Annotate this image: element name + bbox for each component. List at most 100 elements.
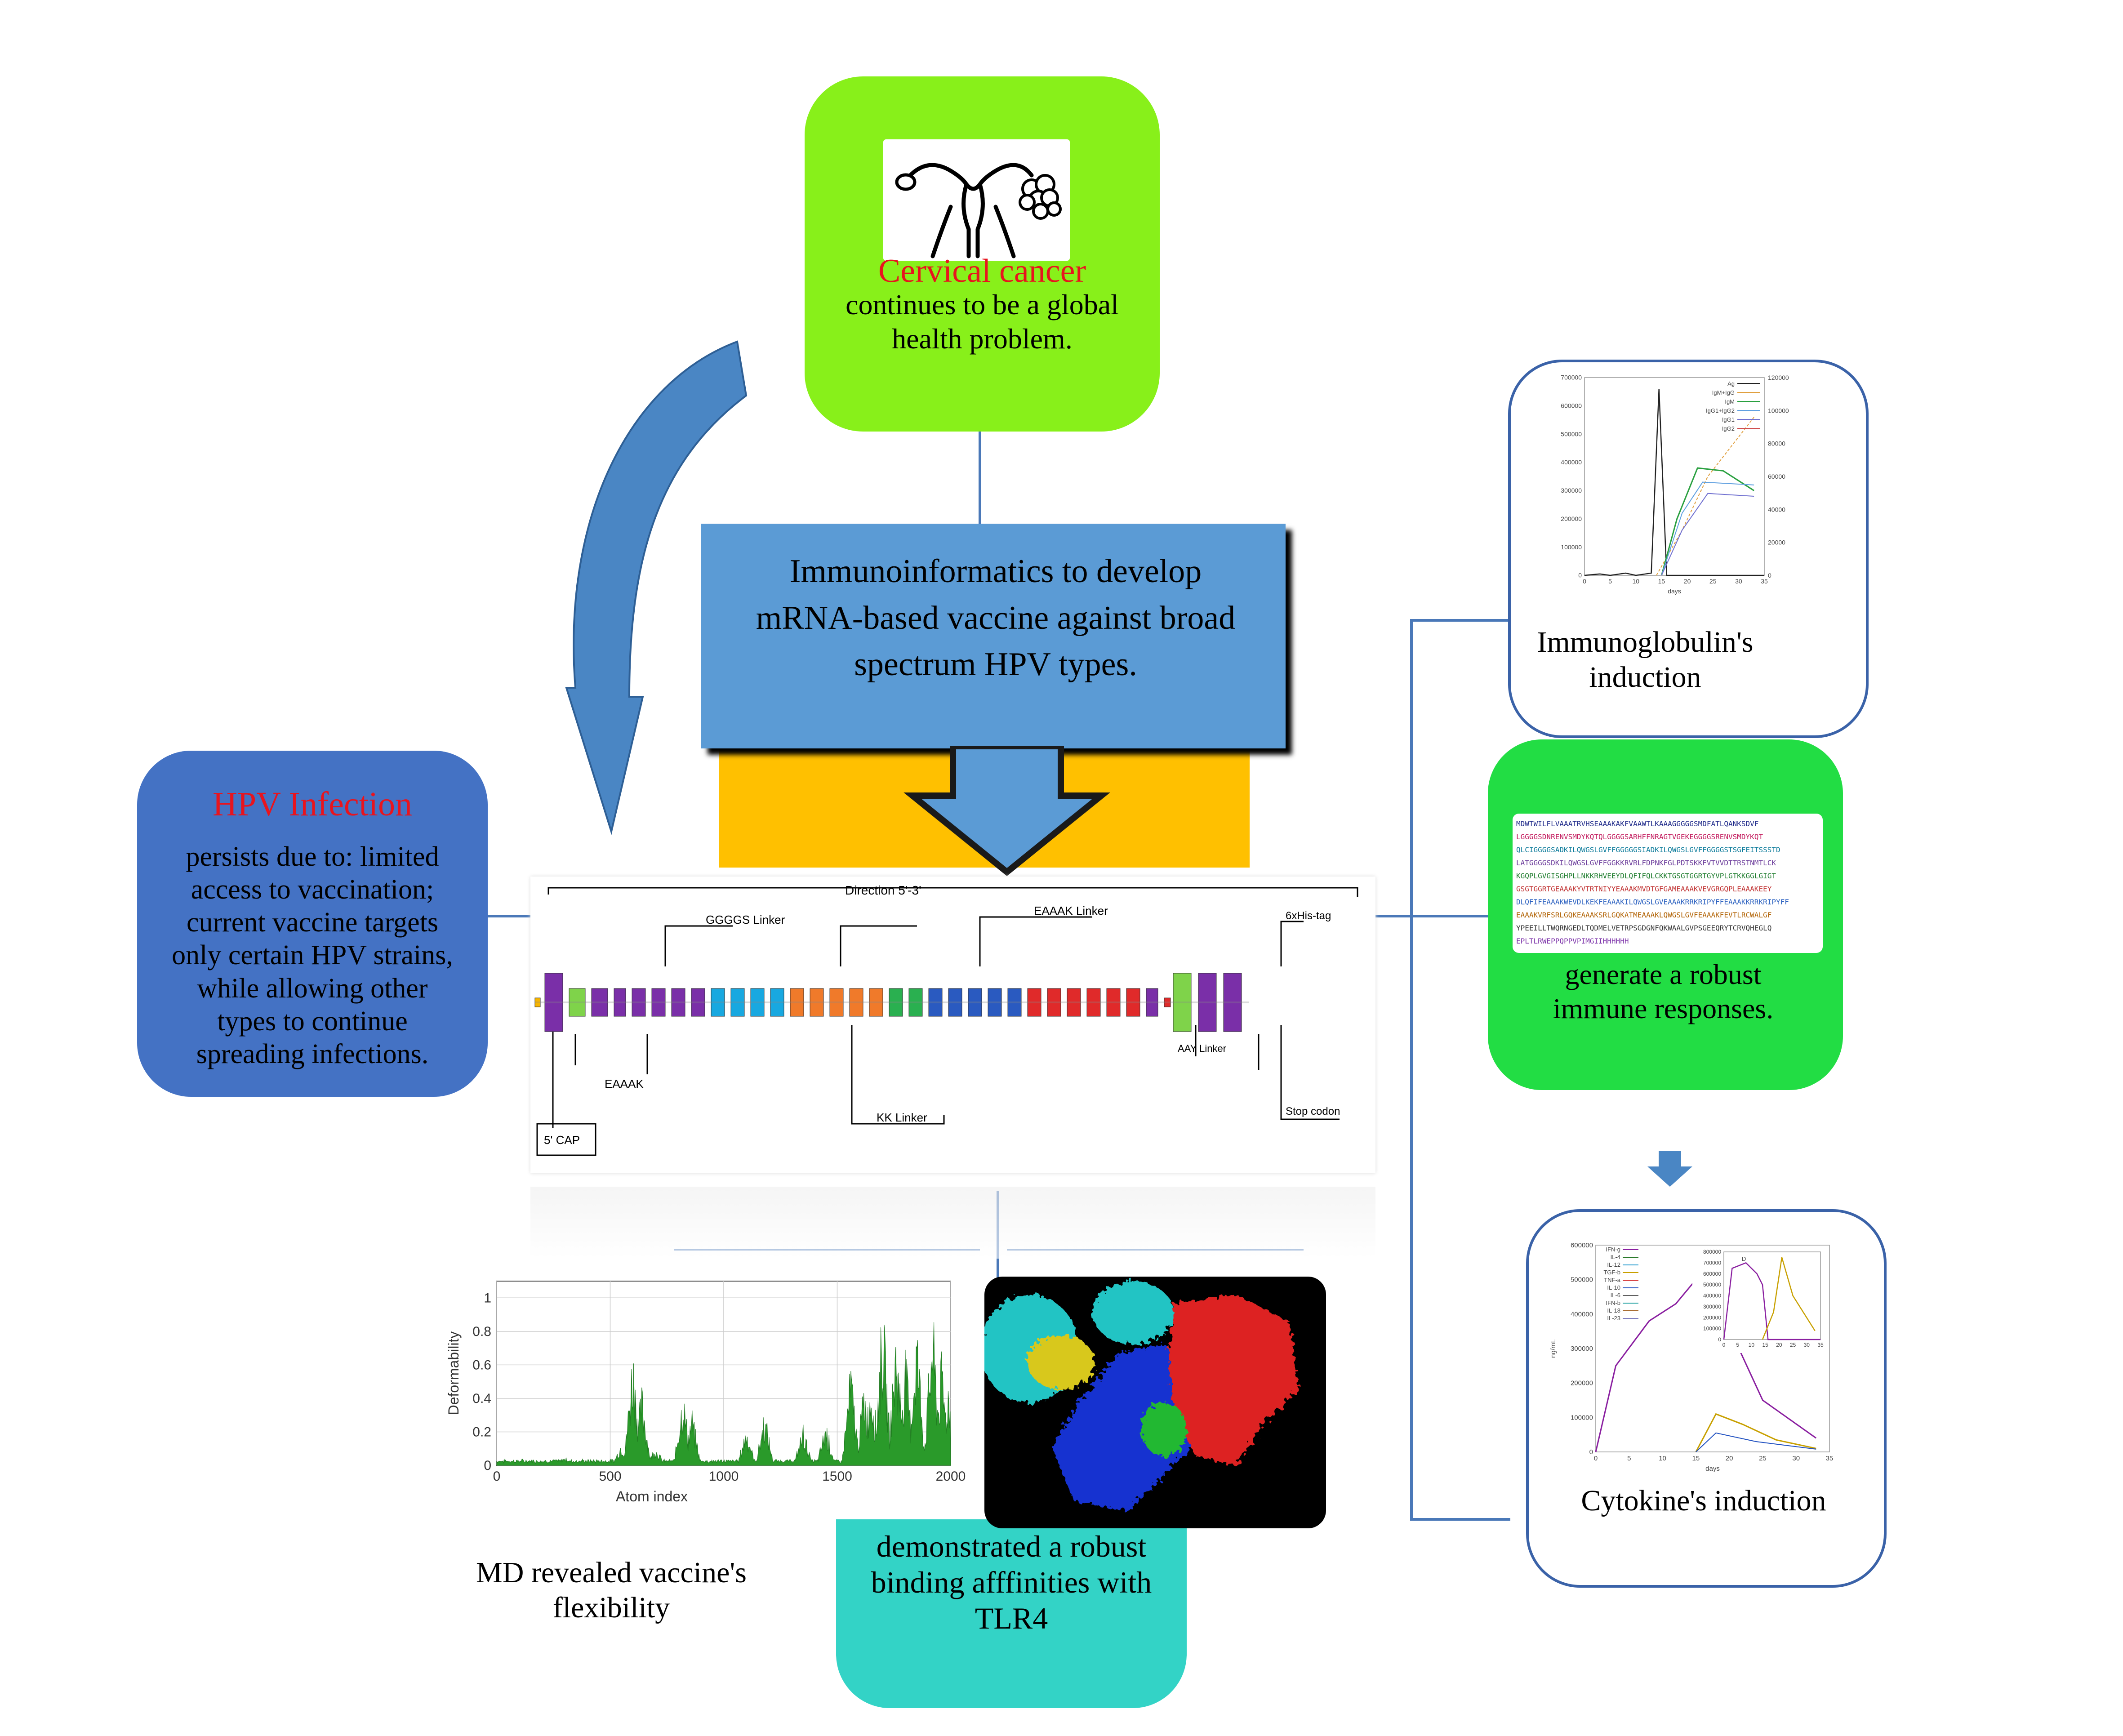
cyto-legend-label: IL-23 (1607, 1315, 1620, 1322)
construct-reflection (530, 1187, 1375, 1259)
ig-x-tick: 5 (1608, 578, 1612, 585)
ig-y-tick: 500000 (1561, 430, 1582, 437)
label-aay-linker: AAY Linker (1178, 1043, 1226, 1054)
cyto-inset-x-tick: 5 (1736, 1342, 1739, 1348)
construct-segment (1007, 988, 1022, 1017)
ig-y2-tick: 20000 (1768, 539, 1785, 546)
ig-x-tick: 15 (1658, 578, 1665, 585)
cyto-legend-label: IL-6 (1611, 1292, 1620, 1299)
sequence-line: LGGGGSDNRENVSMDYKQTQLGGGGSARHFFNRAGTVGEK… (1516, 832, 1763, 841)
construct-segment (651, 988, 666, 1017)
construct-segment (671, 988, 685, 1017)
construct-segment (908, 988, 923, 1017)
ig-series-ag (1584, 389, 1764, 576)
cyto-y-tick: 100000 (1571, 1414, 1593, 1421)
cyto-inset-x-tick: 20 (1776, 1342, 1782, 1348)
deform-y-tick: 0 (484, 1458, 491, 1473)
sequence-line: KGQPLGVGISGHPLLNKKRHVEEYDLQFIFQLCKKTGSGT… (1516, 872, 1776, 880)
construct-segment (614, 988, 626, 1017)
ig-y2-tick: 80000 (1768, 440, 1785, 447)
ig-x-tick: 10 (1632, 578, 1639, 585)
cyto-inset-y-tick: 800000 (1703, 1249, 1721, 1255)
label-direction: Direction 5'-3' (845, 883, 921, 897)
deform-x-tick: 500 (599, 1469, 621, 1484)
ig-y-tick: 600000 (1561, 402, 1582, 410)
cyto-legend-label: TNF-a (1604, 1277, 1621, 1283)
cyto-inset-bg (1692, 1250, 1825, 1353)
construct-diagram: Direction 5'-3' GGGGS Linker EAAAK Linke… (530, 877, 1375, 1173)
uterus-image (883, 139, 1070, 261)
md-caption: MD revealed vaccine's flexibility (476, 1556, 747, 1624)
construct-segment (849, 988, 863, 1017)
ig-y2-tick: 100000 (1768, 407, 1789, 414)
cyto-y-tick: 300000 (1571, 1345, 1593, 1353)
construct-segment (730, 988, 745, 1017)
construct-segment (544, 973, 563, 1032)
ig-y-tick: 0 (1578, 572, 1582, 579)
cyto-legend-label: TGF-b (1603, 1269, 1620, 1276)
construct-segment (1198, 973, 1217, 1032)
cyto-y-tick: 0 (1589, 1448, 1593, 1456)
ig-legend-label: IgM (1725, 398, 1735, 405)
construct-segment (1047, 988, 1061, 1017)
sequence-line: DLQFIFEAAAKWEVDLKEKFEAAAKILQWGSLGVEAAAKR… (1516, 898, 1789, 906)
sequence-line: EAAAKVRFSRLGQKEAAAKSRLGQKATMEAAAKLQWGSLG… (1516, 911, 1772, 919)
ig-series-igm (1660, 467, 1754, 576)
construct-segment (869, 988, 883, 1017)
construct-segment (1106, 988, 1121, 1017)
construct-segment (968, 988, 982, 1017)
ig-x-tick: 0 (1583, 578, 1586, 585)
main-box (701, 524, 1286, 748)
ig-legend-label: IgG1 (1722, 416, 1735, 423)
hpv-infection-title: HPV Infection (213, 785, 412, 823)
cyto-inset-y-tick: 600000 (1703, 1271, 1721, 1277)
ig-plot-area (1584, 377, 1765, 576)
construct-segment (988, 988, 1002, 1017)
curved-arrow (565, 340, 748, 835)
docking-image (984, 1277, 1326, 1528)
label-eaaak-left: EAAAK (605, 1077, 644, 1091)
cyto-legend-label: IL-4 (1611, 1254, 1620, 1260)
deform-x-tick: 2000 (936, 1469, 966, 1484)
deform-y-tick: 0.6 (472, 1358, 491, 1372)
sequence-line: EPLTLRWEPPQPPVPIMGIIHHHHHH (1516, 937, 1629, 945)
ig-series-igg1-igg2 (1661, 481, 1754, 576)
ig-x-tick: 30 (1735, 578, 1742, 585)
deform-y-tick: 0.4 (472, 1391, 491, 1406)
construct-svg: Direction 5'-3' GGGGS Linker EAAAK Linke… (534, 883, 1358, 1156)
construct-segment (790, 988, 804, 1017)
cyto-x-tick: 10 (1659, 1455, 1666, 1462)
construct-segment (534, 997, 541, 1007)
ig-legend-label: IgG1+IgG2 (1706, 407, 1735, 414)
ig-y-tick: 200000 (1561, 515, 1582, 522)
immunoglobulin-box (1508, 360, 1869, 738)
construct-segment (750, 988, 765, 1017)
cyto-x-tick: 0 (1594, 1455, 1598, 1462)
construct-segment (928, 988, 943, 1017)
construct-segment (1146, 988, 1158, 1017)
ig-x-tick: 25 (1709, 578, 1717, 585)
construct-segment (632, 988, 646, 1017)
cyto-legend-label: IL-12 (1607, 1261, 1620, 1268)
ig-series-igg1 (1661, 493, 1754, 576)
ig-legend-label: Ag (1727, 380, 1735, 387)
construct-segment (770, 988, 784, 1017)
cyto-inset-x-tick: 35 (1817, 1342, 1824, 1348)
ig-y-tick: 100000 (1561, 543, 1582, 551)
label-his-tag: 6xHis-tag (1286, 910, 1331, 922)
cyto-inset-series-d (1723, 1262, 1820, 1340)
construct-segment (591, 988, 608, 1017)
sequence-caption: generate a robust immune responses. (1553, 958, 1774, 1024)
cyto-y-tick: 400000 (1571, 1310, 1593, 1318)
deform-y-tick: 0.8 (472, 1324, 491, 1339)
construct-segment (1223, 973, 1242, 1032)
deform-x-label: Atom index (616, 1488, 688, 1505)
construct-segment (1164, 997, 1171, 1007)
cyto-inset-y-tick: 100000 (1703, 1326, 1721, 1332)
ig-x-tick: 35 (1761, 578, 1768, 585)
construct-segment (569, 988, 586, 1017)
ig-y2-tick: 60000 (1768, 473, 1785, 480)
sequence-line: LATGGGGSDKILQWGSLGVFFGGKKRVRLFDPNKFGLPDT… (1516, 859, 1776, 867)
sequence-lines: MDWTWILFLVAAATRVHSEAAAKAKFVAAWTLKAAAGGGG… (1516, 817, 1819, 948)
sequence-panel: MDWTWILFLVAAATRVHSEAAAKAKFVAAWTLKAAAGGGG… (1513, 814, 1823, 953)
